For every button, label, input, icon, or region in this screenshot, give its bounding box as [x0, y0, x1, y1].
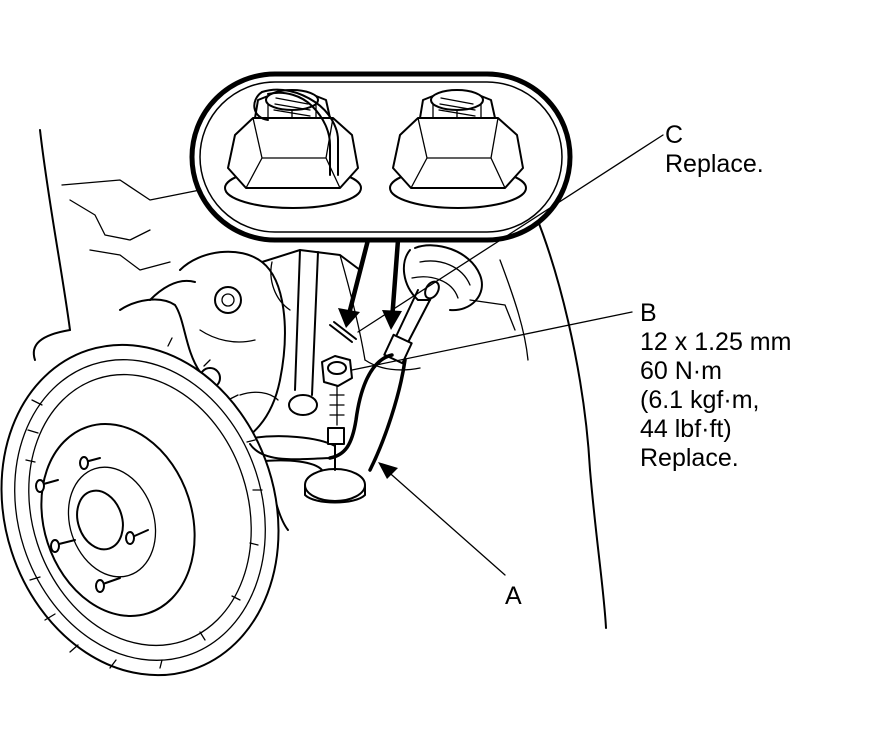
callout-c-letter: C	[665, 121, 683, 149]
callout-a: A	[505, 582, 522, 610]
callout-b-thread-size: 12 x 1.25 mm	[640, 328, 791, 356]
callout-b-torque-nm: 60 N·m	[640, 357, 722, 385]
inset-nut-plain	[389, 89, 527, 209]
knuckle-bolt	[214, 286, 242, 314]
callout-a-letter: A	[505, 582, 522, 610]
inset-nut-with-cotter-pin	[224, 88, 362, 209]
castle-nut-inset	[189, 71, 573, 243]
callout-b-replace: Replace.	[640, 444, 739, 472]
callout-b-torque-lbfft: 44 lbf·ft)	[640, 415, 732, 443]
inset-pointer-arrows	[338, 237, 402, 330]
rotor-vents	[25, 337, 263, 669]
cotter-pin	[329, 321, 357, 343]
steering-rack-boot	[402, 244, 483, 312]
brake-rotor	[0, 337, 280, 677]
callout-c-line: Replace.	[665, 150, 764, 178]
leader-lines	[351, 134, 664, 576]
callout-b: B 12 x 1.25 mm 60 N·m (6.1 kgf·m, 44 lbf…	[640, 299, 791, 472]
callout-b-letter: B	[640, 299, 657, 327]
leader-c	[357, 134, 664, 333]
leader-a	[383, 467, 506, 576]
tie-rod-end	[249, 353, 407, 504]
castle-nut	[321, 355, 353, 426]
wheel-studs	[35, 456, 149, 593]
callout-c: C Replace.	[665, 121, 764, 178]
ball-stud	[327, 427, 345, 445]
body-outline	[32, 129, 607, 629]
leader-b	[351, 311, 633, 371]
ball-joint	[304, 468, 366, 502]
callout-b-torque-kgfm: (6.1 kgf·m,	[640, 386, 759, 414]
